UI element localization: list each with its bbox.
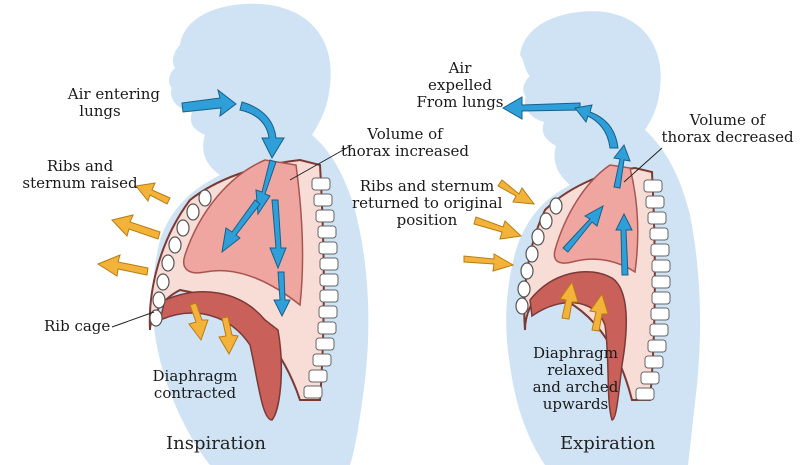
expiration-air-arrows bbox=[502, 96, 633, 276]
label-air-expelled-line1: Air bbox=[448, 59, 472, 77]
label-ribs-returned-line3: position bbox=[396, 211, 458, 229]
expiration-spine bbox=[635, 179, 671, 401]
label-air-entering-lungs: Air entering lungs bbox=[40, 86, 160, 120]
inspiration-rib-cage bbox=[149, 189, 212, 327]
expiration-movement-arrows bbox=[463, 179, 609, 332]
label-diaphragm-relaxed-line4: upwards bbox=[542, 395, 609, 413]
label-volume-decreased-line2: thorax decreased bbox=[661, 128, 794, 146]
expiration-panel bbox=[463, 11, 701, 465]
label-ribs-returned: Ribs and sternum returned to original po… bbox=[352, 178, 502, 229]
label-air-entering-line1: Air entering bbox=[67, 85, 160, 103]
label-diaphragm-relaxed-line2: relaxed bbox=[547, 361, 604, 379]
label-diaphragm-contracted: Diaphragm contracted bbox=[140, 368, 250, 402]
inspiration-movement-arrows bbox=[96, 182, 239, 356]
inspiration-diaphragm-muscle bbox=[158, 291, 283, 421]
label-volume-increased: Volume of thorax increased bbox=[340, 126, 470, 160]
label-volume-increased-line2: thorax increased bbox=[340, 142, 470, 160]
inspiration-ribcage-pointer bbox=[111, 311, 155, 328]
label-ribs-raised-line2: sternum raised bbox=[22, 174, 138, 192]
label-ribs-sternum-raised: Ribs and sternum raised bbox=[20, 158, 140, 192]
label-diaphragm-relaxed: Diaphragm relaxed and arched upwards bbox=[528, 345, 623, 413]
expiration-rib-cage bbox=[515, 197, 563, 315]
caption-expiration: Expiration bbox=[560, 433, 656, 454]
label-air-expelled: Air expelled From lungs bbox=[405, 60, 515, 111]
label-air-expelled-line2: expelled bbox=[428, 76, 492, 94]
inspiration-lung bbox=[183, 159, 304, 307]
inspiration-volume-pointer bbox=[289, 144, 353, 181]
label-rib-cage: Rib cage bbox=[44, 317, 111, 335]
label-air-expelled-line3: From lungs bbox=[416, 93, 504, 111]
caption-inspiration: Inspiration bbox=[166, 433, 266, 454]
inspiration-spine bbox=[303, 177, 339, 399]
label-diaphragm-relaxed-line1: Diaphragm bbox=[533, 344, 618, 362]
label-air-entering-line2: lungs bbox=[79, 102, 121, 120]
label-volume-decreased-line1: Volume of bbox=[689, 111, 766, 129]
label-diaphragm-relaxed-line3: and arched bbox=[532, 378, 619, 396]
inspiration-panel bbox=[96, 3, 369, 465]
label-ribs-returned-line2: returned to original bbox=[352, 194, 503, 212]
label-volume-increased-line1: Volume of bbox=[367, 125, 443, 143]
label-ribs-raised-line1: Ribs and bbox=[46, 157, 114, 175]
label-diaphragm-contracted-line1: Diaphragm bbox=[152, 367, 238, 385]
label-diaphragm-contracted-line2: contracted bbox=[153, 384, 237, 402]
expiration-volume-pointer bbox=[623, 147, 663, 183]
label-volume-decreased: Volume of thorax decreased bbox=[660, 112, 795, 146]
inspiration-air-arrows bbox=[181, 88, 291, 318]
label-ribs-returned-line1: Ribs and sternum bbox=[359, 177, 495, 195]
